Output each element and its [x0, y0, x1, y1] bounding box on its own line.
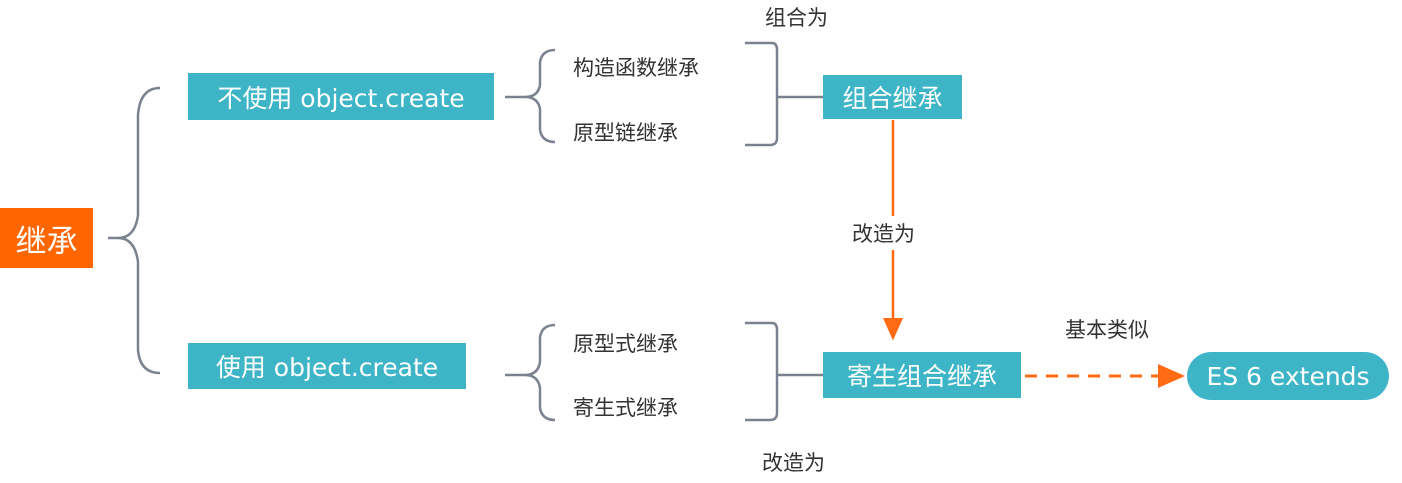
combination-inheritance: 组合继承 — [823, 75, 962, 119]
branch-object-create: 使用 object.create — [188, 343, 466, 389]
bottom-right-bracket — [745, 321, 823, 422]
parasitic-inheritance: 寄生式继承 — [573, 392, 678, 422]
parasitic-combination-inheritance: 寄生组合继承 — [823, 352, 1021, 398]
top-right-bracket — [745, 41, 823, 147]
prototype-chain-inheritance: 原型链继承 — [573, 117, 678, 147]
branch-no-object-create: 不使用 object.create — [188, 73, 494, 120]
prototypal-inheritance: 原型式继承 — [573, 328, 678, 358]
bottom-left-brace — [524, 323, 556, 422]
transform-edge-label: 改造为 — [852, 216, 915, 250]
root-node: 继承 — [0, 208, 93, 268]
root-brace — [108, 86, 161, 375]
similar-edge-label: 基本类似 — [1065, 314, 1149, 344]
bottom-transform-edge-label: 改造为 — [762, 447, 825, 477]
constructor-inheritance: 构造函数继承 — [573, 52, 699, 82]
combine-edge-label: 组合为 — [765, 2, 828, 32]
es6-extends-node: ES 6 extends — [1187, 352, 1389, 400]
top-left-brace — [524, 48, 556, 144]
